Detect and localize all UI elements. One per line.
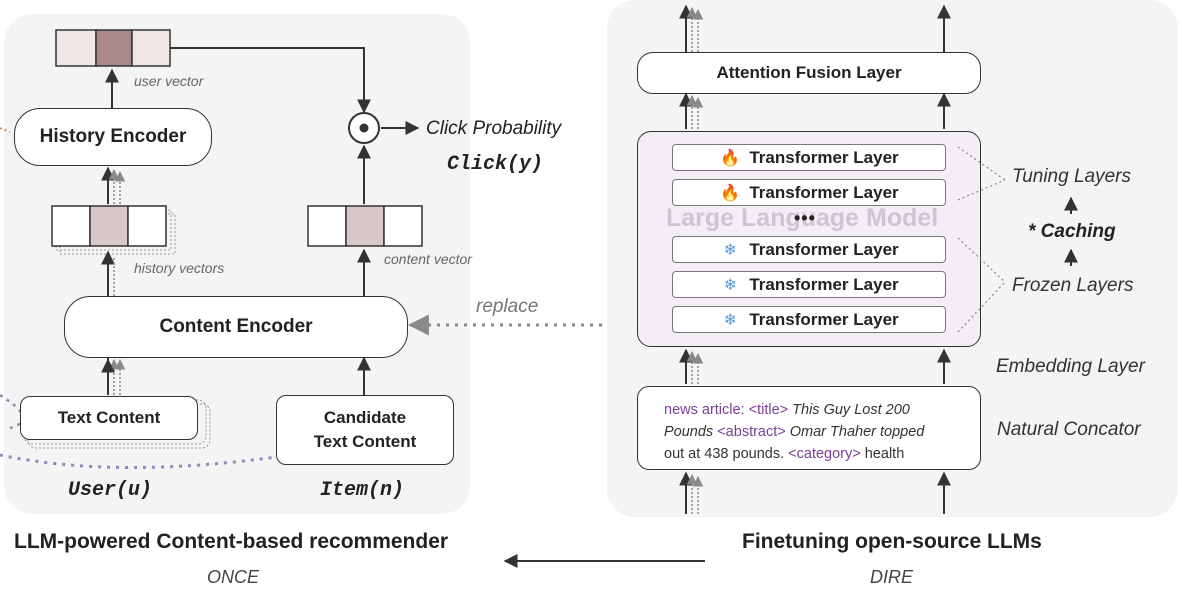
history-encoder-box: History Encoder (14, 108, 212, 166)
prompt-tag-category: <category> (788, 446, 861, 462)
content-encoder-box: Content Encoder (64, 296, 408, 358)
transformer-layer-label: Transformer Layer (749, 309, 899, 329)
input-line-3: out at 438 pounds. <category> health (664, 443, 966, 465)
ellipsis: ••• (794, 208, 816, 228)
right-mid-arrows (679, 92, 951, 129)
dire-title: Finetuning open-source LLMs (742, 530, 1042, 553)
input-line-2: Pounds <abstract> Omar Thaher topped (664, 421, 966, 443)
prompt-abstract-text: Omar Thaher topped (785, 424, 925, 440)
item-formula: Item(n) (320, 479, 405, 502)
history-encoder-label: History Encoder (39, 126, 187, 147)
natural-concator-input-box: news article: <title> This Guy Lost 200 … (637, 386, 981, 470)
transformer-layer-label: Transformer Layer (749, 147, 899, 167)
prompt-title-text: This Guy Lost 200 (788, 402, 910, 418)
natural-concator-label: Natural Concator (997, 419, 1141, 440)
right-top-arrows (679, 4, 951, 52)
snowflake-icon: ❄ (723, 276, 738, 294)
content-encoder-label: Content Encoder (159, 316, 313, 337)
user-vector (55, 29, 171, 67)
text-content-stack-2 (27, 403, 211, 449)
prompt-prefix: news article: (664, 402, 749, 418)
user-vector-label: user vector (134, 73, 204, 89)
fire-icon: 🔥 (720, 184, 741, 202)
candidate-label-line1: Candidate (323, 408, 407, 427)
prompt-tag-abstract: <abstract> (717, 424, 786, 440)
attention-fusion-box: Attention Fusion Layer (637, 52, 981, 94)
once-subtitle: ONCE (207, 567, 260, 587)
once-title: LLM-powered Content-based recommender (14, 530, 449, 553)
input-line-1: news article: <title> This Guy Lost 200 (664, 399, 966, 421)
content-vector-label: content vector (384, 251, 472, 267)
caching-label: * Caching (1028, 221, 1116, 242)
content-vector (307, 205, 423, 247)
prompt-abstract-text-2: out at 438 pounds. (664, 446, 789, 462)
transformer-layer-label: Transformer Layer (749, 182, 899, 202)
attention-fusion-label: Attention Fusion Layer (716, 63, 902, 82)
transformer-layer-label: Transformer Layer (749, 239, 899, 259)
transformer-layer-5: ❄ Transformer Layer (672, 306, 946, 333)
tuning-leaders (957, 146, 1006, 201)
click-probability-label: Click Probability (426, 118, 562, 139)
transformer-layer-1: 🔥 Transformer Layer (672, 144, 946, 171)
candidate-label-line2: Text Content (313, 432, 417, 451)
text-content-stack-1 (23, 399, 207, 445)
click-formula: Click(y) (447, 153, 544, 176)
text-content-box: Text Content (20, 396, 198, 440)
tuning-layers-label: Tuning Layers (1012, 166, 1131, 187)
llm-watermark: Large Language Model (666, 204, 939, 232)
replace-label: replace (476, 296, 539, 317)
transformer-layer-2: 🔥 Transformer Layer (672, 179, 946, 206)
transformer-layer-label: Transformer Layer (749, 274, 899, 294)
left-edge-dash (0, 127, 11, 133)
snowflake-icon: ❄ (723, 241, 738, 259)
snowflake-icon: ❄ (723, 311, 738, 329)
history-vectors-label: history vectors (134, 260, 225, 276)
right-bottom-arrows (679, 471, 951, 514)
prompt-category-text: health (860, 446, 905, 462)
transformer-layer-4: ❄ Transformer Layer (672, 271, 946, 298)
dot-product-center (359, 123, 369, 133)
user-formula: User(u) (68, 479, 153, 502)
arrow-user-to-dot (170, 47, 371, 114)
text-content-label: Text Content (57, 408, 161, 427)
frozen-layers-label: Frozen Layers (1012, 275, 1134, 296)
fire-icon: 🔥 (720, 149, 741, 167)
frozen-leaders (957, 237, 1006, 333)
right-embed-arrows (679, 348, 951, 384)
candidate-text-box: Candidate Text Content (276, 395, 454, 465)
history-vectors (51, 205, 176, 255)
prompt-title-text-2: Pounds (664, 424, 718, 440)
prompt-tag-title: <title> (748, 402, 789, 418)
transformer-layer-3: ❄ Transformer Layer (672, 236, 946, 263)
embedding-layer-label: Embedding Layer (996, 356, 1145, 377)
dire-subtitle: DIRE (870, 567, 914, 587)
